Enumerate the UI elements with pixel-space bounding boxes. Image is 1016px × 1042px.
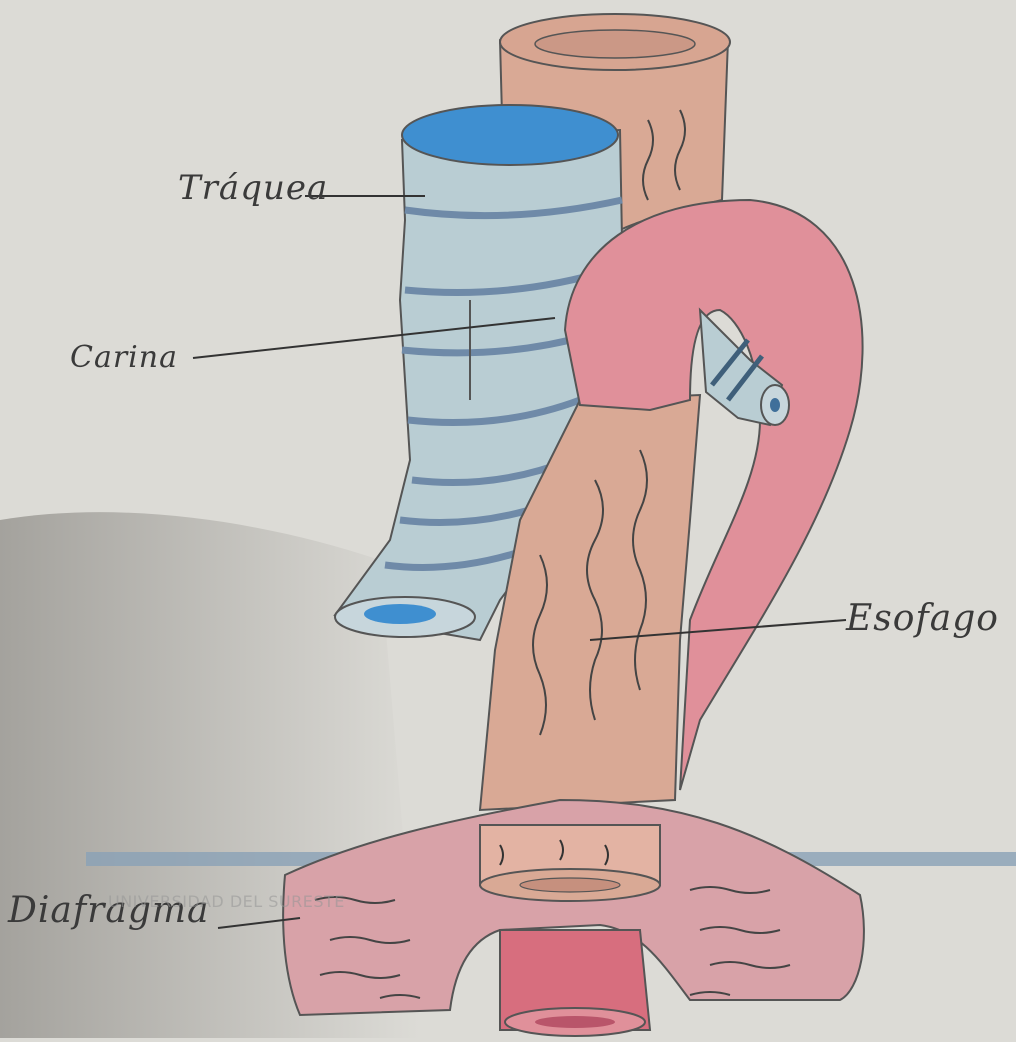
label-carina: Carina: [70, 340, 178, 375]
watermark: UNIVERSIDAD DEL SURESTE: [108, 892, 345, 911]
label-esofago: Esofago: [846, 598, 999, 639]
trachea-top-lumen: [402, 105, 618, 165]
label-traquea: Tráquea: [178, 168, 328, 208]
